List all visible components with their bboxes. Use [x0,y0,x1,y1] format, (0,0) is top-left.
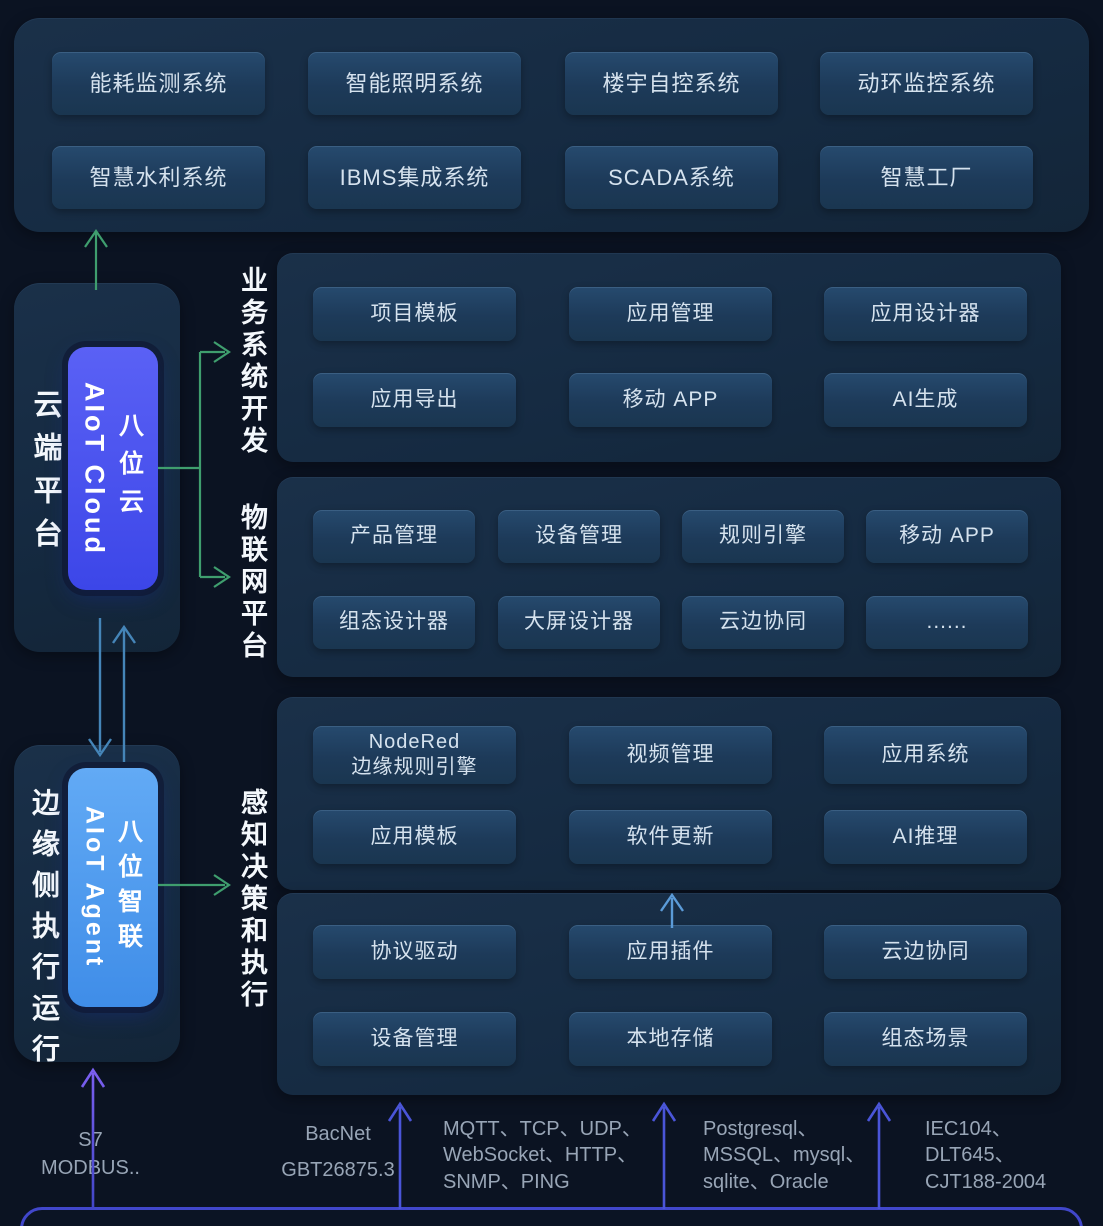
node-software-update: 软件更新 [569,810,772,864]
business-dev-panel: 项目模板 应用管理 应用设计器 应用导出 移动 APP AI生成 [277,253,1061,462]
node-project-template: 项目模板 [313,287,516,341]
sense-panel: NodeRed 边缘规则引擎 视频管理 应用系统 应用模板 软件更新 AI推理 [277,697,1061,890]
edge-runtime-panel: 协议驱动 应用插件 云边协同 设备管理 本地存储 组态场景 [277,893,1061,1095]
edge-platform-label: 边缘侧执行运行 [29,788,60,1075]
node-building-automation: 楼宇自控系统 [565,52,778,115]
node-ai-inference: AI推理 [824,810,1027,864]
node-env-monitoring: 动环监控系统 [820,52,1033,115]
node-scada-designer: 组态设计器 [313,596,475,649]
node-screen-designer: 大屏设计器 [498,596,660,649]
node-scada-scene: 组态场景 [824,1012,1027,1066]
node-product-management: 产品管理 [313,510,475,563]
protocol-group-metering: IEC104、 DLT645、 CJT188-2004 [925,1118,1047,1193]
application-systems-panel: 能耗监测系统 智能照明系统 楼宇自控系统 动环监控系统 智慧水利系统 IBMS集… [14,18,1089,232]
node-scada-system: SCADA系统 [565,146,778,209]
protocol-group-bacnet: BacNet GBT26875.3 [281,1123,395,1181]
node-local-storage: 本地存储 [569,1012,772,1066]
node-device-management: 设备管理 [498,510,660,563]
node-rule-engine: 规则引擎 [682,510,844,563]
business-dev-label: 业务系统开发 [237,266,267,458]
protocol-group-databases: Postgresql、 MSSQL、mysql、 sqlite、Oracle [703,1118,866,1193]
node-mobile-app-iot: 移动 APP [866,510,1028,563]
node-protocol-driver: 协议驱动 [313,925,516,979]
aiot-cloud-core-box: AIoT Cloud 八位云 [68,347,158,590]
aiot-agent-cn-label: 八位智联 [114,817,143,958]
aiot-cloud-cn-label: 八位云 [115,411,144,526]
node-cloud-edge-collab: 云边协同 [682,596,844,649]
node-app-management: 应用管理 [569,287,772,341]
node-ibms-integration: IBMS集成系统 [308,146,521,209]
sense-decide-execute-label: 感知决策和执行 [237,788,267,1012]
node-app-designer: 应用设计器 [824,287,1027,341]
node-more-ellipsis: ...... [866,596,1028,649]
node-smart-factory: 智慧工厂 [820,146,1033,209]
node-energy-monitoring: 能耗监测系统 [52,52,265,115]
iot-platform-label: 物联网平台 [237,503,267,663]
node-mobile-app: 移动 APP [569,373,772,427]
node-video-management: 视频管理 [569,726,772,784]
node-smart-water: 智慧水利系统 [52,146,265,209]
cloud-to-apps-arrow [84,229,108,290]
aiot-agent-en-label: AIoT Agent [80,806,109,969]
node-smart-lighting: 智能照明系统 [308,52,521,115]
protocol-group-network: MQTT、TCP、UDP、 WebSocket、HTTP、 SNMP、PING [443,1118,642,1193]
node-cloud-edge-collab-edge: 云边协同 [824,925,1027,979]
node-app-export: 应用导出 [313,373,516,427]
aiot-agent-core-box: AIoT Agent 八位智联 [68,768,158,1007]
node-app-plugin: 应用插件 [569,925,772,979]
node-device-management-edge: 设备管理 [313,1012,516,1066]
bottom-bus-bar [20,1207,1083,1226]
node-nodered-rule-engine: NodeRed 边缘规则引擎 [313,726,516,784]
node-ai-generate: AI生成 [824,373,1027,427]
aiot-cloud-en-label: AIoT Cloud [79,381,110,556]
iot-platform-panel: 产品管理 设备管理 规则引擎 移动 APP 组态设计器 大屏设计器 云边协同 .… [277,477,1061,677]
node-app-template: 应用模板 [313,810,516,864]
node-app-system: 应用系统 [824,726,1027,784]
protocol-group-s7-modbus: S7 MODBUS.. [41,1129,140,1179]
cloud-platform-label: 云端平台 [29,389,61,561]
